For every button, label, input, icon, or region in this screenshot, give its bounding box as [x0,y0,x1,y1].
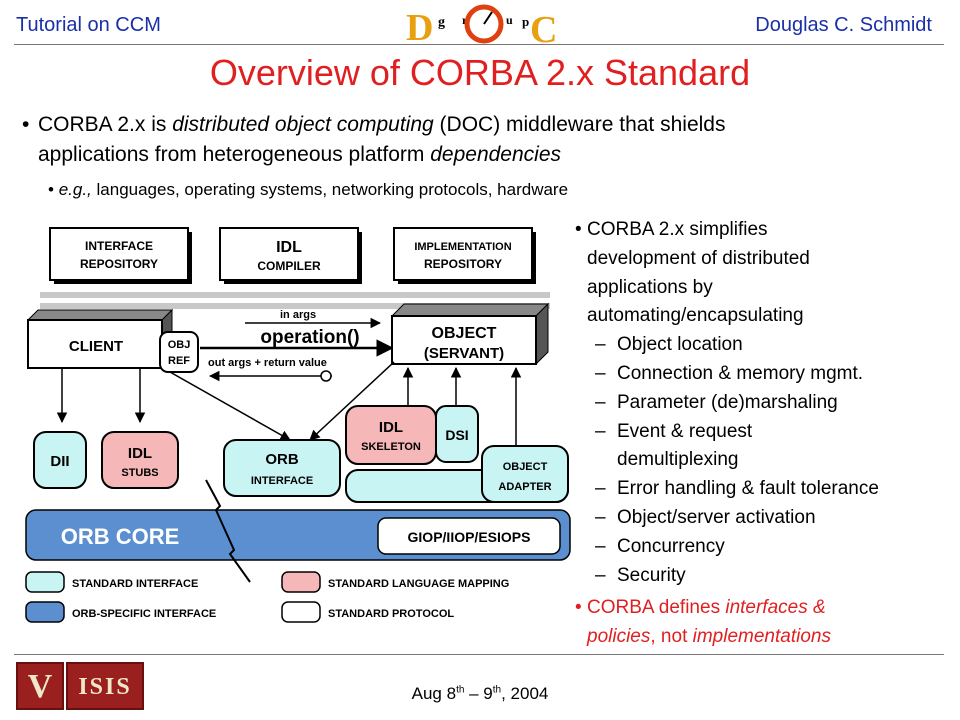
operation-label: operation() [260,327,359,348]
rp-item-event-request: Event & request [617,420,753,442]
right-panel: • CORBA 2.x simplifies development of di… [575,216,955,656]
svg-text:SKELETON: SKELETON [361,441,421,453]
logo-o-ring [464,4,504,44]
legend-standard-interface: STANDARD INTERFACE [25,571,198,593]
svg-text:ORB CORE: ORB CORE [61,524,180,549]
svg-text:IDL: IDL [276,239,302,256]
header-right: Douglas C. Schmidt [755,14,932,36]
corba-architecture-diagram: INTERFACE REPOSITORY IDL COMPILER IMPLEM… [25,227,571,623]
client-to-orb-interface-arrow [169,371,291,441]
logo-clock-hand [483,11,493,25]
rp-line-2: development of distributed [587,247,810,269]
svg-text:STUBS: STUBS [121,467,158,479]
legend-orb-specific: ORB-SPECIFIC INTERFACE [25,601,216,623]
svg-text:REPOSITORY: REPOSITORY [424,257,502,271]
rp-item-object-location: Object location [617,334,743,356]
svg-text:STANDARD INTERFACE: STANDARD INTERFACE [72,578,198,590]
rp-final-line-1: CORBA defines interfaces & [587,597,826,618]
intro-sub-bullet: • e.g., languages, operating systems, ne… [48,180,569,199]
rp-item-activation: Object/server activation [617,507,816,528]
client-box: CLIENT [26,308,174,370]
rp-item-demultiplexing: demultiplexing [617,449,739,471]
rp-item-connection: Connection & memory mgmt. [617,363,864,384]
interface-repository-box: INTERFACE REPOSITORY [49,227,192,284]
giop-iiop-esiops-box: GIOP/IIOP/ESIOPS [377,517,561,555]
svg-text:INTERFACE: INTERFACE [85,239,153,253]
footer-rule [14,654,944,655]
svg-text:REF: REF [168,355,190,367]
page-title: Overview of CORBA 2.x Standard [209,52,751,93]
rp-final-bullet-dot: • [575,597,582,618]
intro-bullet: • CORBA 2.x is distributed object comput… [22,110,942,170]
intro-line-1: CORBA 2.x is distributed object computin… [38,113,726,136]
implementation-repository-box: IMPLEMENTATION REPOSITORY [393,227,536,284]
rp-line-4: automating/encapsulating [587,305,804,327]
svg-text:(SERVANT): (SERVANT) [424,345,504,362]
object-adapter-box: OBJECT ADAPTER [481,445,569,503]
logo-letter-c: C [530,9,557,46]
rp-item-marshaling: Parameter (de)marshaling [617,391,838,413]
svg-text:OBJ: OBJ [168,339,191,351]
vanderbilt-logo: V [16,662,64,710]
header-left: Tutorial on CCM [16,14,161,36]
svg-text:OBJECT: OBJECT [432,325,497,342]
rp-final-line-2: policies, not implementations [587,625,831,647]
logo-letter-g: g [438,15,445,30]
break-symbol [205,479,251,583]
svg-text:ORB-SPECIFIC INTERFACE: ORB-SPECIFIC INTERFACE [72,608,216,620]
idl-stubs-box: IDL STUBS [101,431,179,489]
header-rule [14,44,944,45]
logo-letter-u: u [506,13,513,27]
logo-letter-d: D [406,7,433,46]
dsi-box: DSI [435,405,479,463]
idl-compiler-box: IDL COMPILER [219,227,362,284]
svg-text:DSI: DSI [445,427,468,443]
svg-text:STANDARD PROTOCOL: STANDARD PROTOCOL [328,608,454,620]
rp-line-3: applications by [587,276,713,298]
svg-text:CLIENT: CLIENT [69,338,123,355]
svg-text:IDL: IDL [379,419,403,436]
rp-line-1: CORBA 2.x simplifies [587,219,768,240]
svg-text:GIOP/IIOP/ESIOPS: GIOP/IIOP/ESIOPS [408,529,531,545]
svg-text:STANDARD LANGUAGE MAPPING: STANDARD LANGUAGE MAPPING [328,578,509,590]
in-args-label: in args [280,309,316,321]
bus-line-bottom [40,303,550,309]
svg-text:IMPLEMENTATION: IMPLEMENTATION [414,241,511,253]
bus-line-top [40,292,550,298]
out-args-label: out args + return value [208,357,327,369]
svg-text:REPOSITORY: REPOSITORY [80,257,158,271]
svg-text:ORB: ORB [265,451,299,468]
dii-box: DII [33,431,87,489]
intro-line-2: applications from heterogeneous platform… [38,143,562,166]
object-servant-box: OBJECT (SERVANT) [390,302,550,366]
doc-group-logo: D g r u p C [406,4,557,46]
svg-text:COMPILER: COMPILER [257,259,321,273]
rp-item-error-handling: Error handling & fault tolerance [617,478,879,500]
legend-standard-protocol: STANDARD PROTOCOL [281,601,454,623]
object-to-orb-interface-arrow [309,361,395,441]
footer-date: Aug 8th – 9th, 2004 [411,684,549,703]
idl-skeleton-box: IDL SKELETON [345,405,437,465]
rp-bullet-dot: • [575,219,582,240]
svg-text:IDL: IDL [128,445,152,462]
obj-ref-box: OBJ REF [159,331,199,373]
rp-item-concurrency: Concurrency [617,535,725,557]
svg-text:DII: DII [50,453,69,470]
svg-text:ADAPTER: ADAPTER [498,481,551,493]
rp-item-security: Security [617,564,686,586]
bullet-dot: • [22,113,30,136]
out-args-origin [320,370,332,382]
legend-language-mapping: STANDARD LANGUAGE MAPPING [281,571,509,593]
svg-text:INTERFACE: INTERFACE [251,475,313,487]
logo-letter-p: p [522,14,529,29]
orb-interface-box: ORB INTERFACE [223,439,341,497]
svg-text:OBJECT: OBJECT [503,461,548,473]
isis-logo: ISIS [66,662,144,710]
